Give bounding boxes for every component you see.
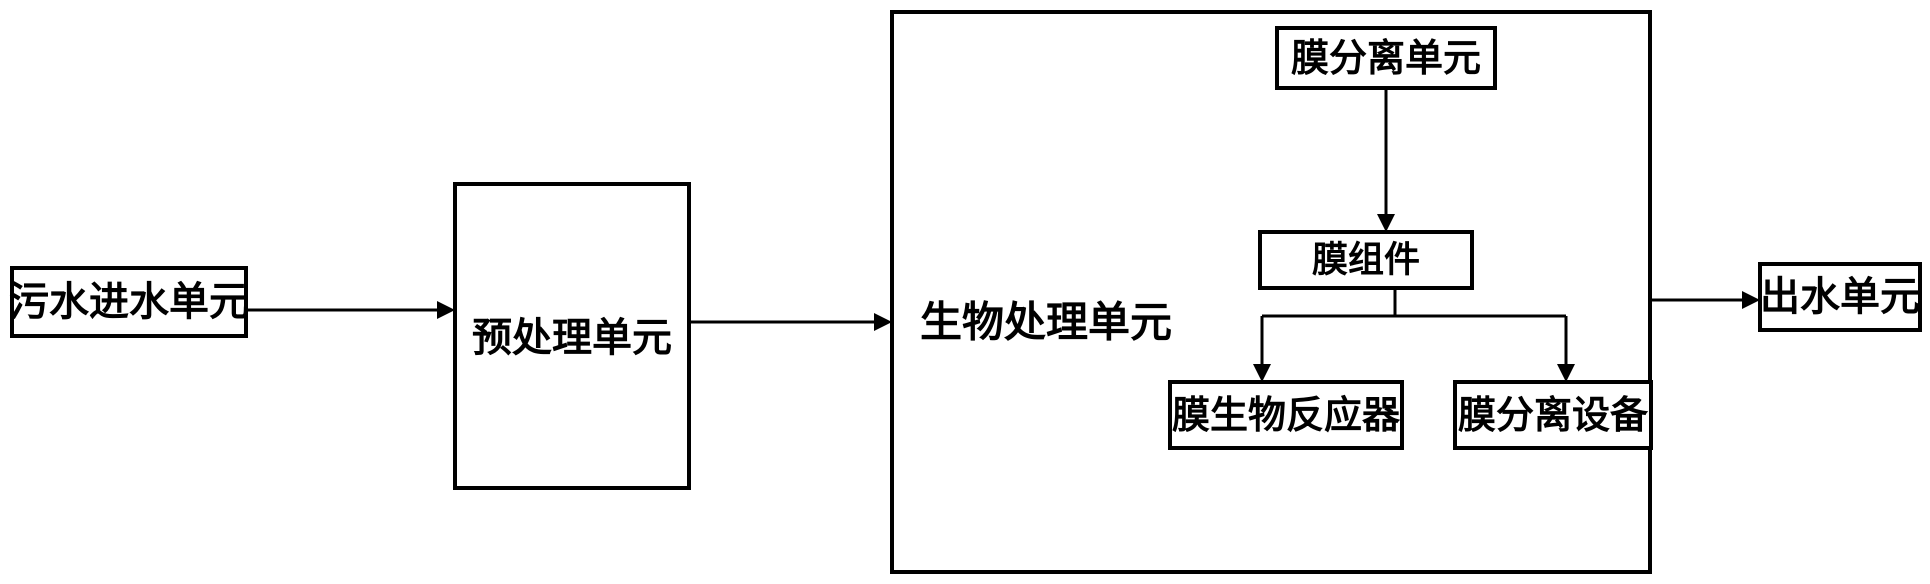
node-membrane-separation-unit: 膜分离单元 — [1275, 26, 1497, 90]
arrow-head — [874, 313, 892, 331]
connector-module-to-branches — [1253, 288, 1575, 382]
connector-biological-to-effluent — [1650, 291, 1760, 309]
arrow-head — [1742, 291, 1760, 309]
membrane-bioreactor-label: 膜生物反应器 — [1172, 393, 1401, 437]
connector-membrane-unit-to-module — [1377, 88, 1395, 232]
arrow-head — [1377, 214, 1395, 232]
sewage-inlet-box — [10, 266, 248, 338]
arrow-head — [437, 301, 455, 319]
node-pretreatment: 预处理单元 — [453, 182, 691, 490]
effluent-label: 出水单元 — [1760, 274, 1920, 320]
membrane-module-label: 膜组件 — [1312, 240, 1420, 281]
effluent-box — [1758, 262, 1922, 332]
biological-label: 生物处理单元 — [920, 298, 1172, 347]
membrane-module-box — [1258, 230, 1474, 290]
node-membrane-module: 膜组件 — [1258, 230, 1474, 290]
pretreatment-box — [453, 182, 691, 490]
arrow-head — [1557, 364, 1575, 382]
connector-pretreatment-to-biological — [689, 313, 892, 331]
pretreatment-label: 预处理单元 — [472, 315, 672, 361]
biological-box — [890, 10, 1652, 574]
node-membrane-separation-device: 膜分离设备 — [1453, 380, 1653, 450]
arrow-head — [1253, 364, 1271, 382]
node-biological: 生物处理单元 — [890, 10, 1652, 574]
membrane-separation-unit-label: 膜分离单元 — [1291, 36, 1481, 80]
connector-inlet-to-pretreatment — [246, 301, 455, 319]
membrane-bioreactor-box — [1168, 380, 1404, 450]
sewage-inlet-label: 污水进水单元 — [9, 279, 249, 325]
node-sewage-inlet: 污水进水单元 — [9, 266, 249, 338]
node-membrane-bioreactor: 膜生物反应器 — [1168, 380, 1404, 450]
membrane-separation-device-label: 膜分离设备 — [1458, 393, 1649, 437]
membrane-separation-device-box — [1453, 380, 1653, 450]
node-effluent: 出水单元 — [1758, 262, 1922, 332]
